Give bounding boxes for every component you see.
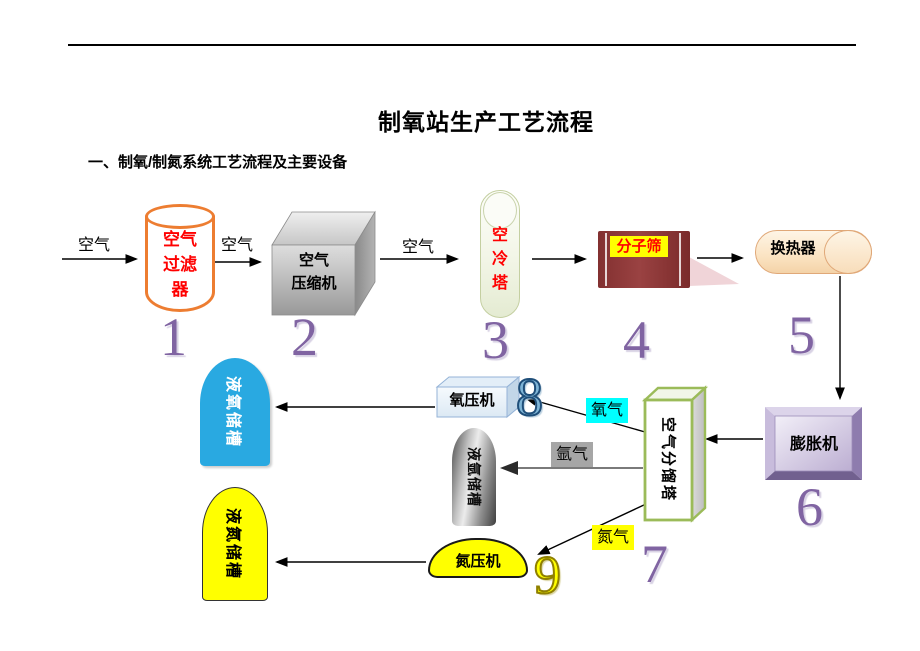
step-number-1: 1 <box>160 307 187 367</box>
air-compressor-label: 空气 压缩机 <box>291 252 337 292</box>
air-cooling-tower-label: 空 冷 塔 <box>491 227 508 292</box>
heat-exchanger-cap <box>824 230 872 274</box>
step-number-2: 2 <box>291 307 318 367</box>
molecular-sieve-label: 分子筛 <box>610 236 668 257</box>
heat-exchanger-label: 换热器 <box>770 240 816 257</box>
oxygen-compressor-label: 氧压机 <box>449 392 495 409</box>
air-cooling-tower-cap <box>483 192 517 229</box>
section-heading: 一、制氧/制氮系统工艺流程及主要设备 <box>88 154 348 171</box>
argon-gas-tag: 氩气 <box>551 442 593 467</box>
nitrogen-compressor: 氮压机 <box>428 538 528 578</box>
step-number-6: 6 <box>796 477 823 537</box>
air-label-2: 空气 <box>221 237 254 254</box>
header-rule <box>68 44 856 46</box>
liquid-argon-tank: 液氩储槽 <box>452 428 496 526</box>
air-filter-body <box>145 216 215 312</box>
air-filter-cap <box>145 204 215 229</box>
air-label-1: 空气 <box>78 237 111 254</box>
liquid-nitrogen-tank: 液氮储槽 <box>202 487 268 601</box>
expander-label: 膨胀机 <box>789 436 838 453</box>
air-filter-label: 空气 过滤 器 <box>163 230 197 299</box>
sieve-outlet-wedge <box>689 257 739 286</box>
liquid-argon-tank-label: 液氩储槽 <box>466 447 482 507</box>
liquid-oxygen-tank: 液氧储槽 <box>200 358 270 466</box>
step-number-4: 4 <box>623 310 650 370</box>
step-number-7: 7 <box>641 534 668 594</box>
step-number-5: 5 <box>788 305 815 365</box>
liquid-nitrogen-tank-label: 液氮储槽 <box>224 507 241 580</box>
step-number-9: 9 <box>533 545 562 605</box>
air-label-3: 空气 <box>402 239 435 256</box>
oxygen-gas-tag: 氧气 <box>586 398 628 423</box>
step-number-3: 3 <box>482 310 509 370</box>
sieve-stripe-left <box>605 233 607 286</box>
page-title: 制氧站生产工艺流程 <box>378 109 594 135</box>
liquid-oxygen-tank-label: 液氧储槽 <box>224 375 241 448</box>
fractionating-tower-label: 空气分馏塔 <box>659 417 677 503</box>
nitrogen-compressor-label: 氮压机 <box>455 553 501 570</box>
sieve-stripe-right <box>679 233 681 286</box>
nitrogen-gas-tag: 氮气 <box>592 525 634 550</box>
step-number-8: 8 <box>515 367 544 427</box>
